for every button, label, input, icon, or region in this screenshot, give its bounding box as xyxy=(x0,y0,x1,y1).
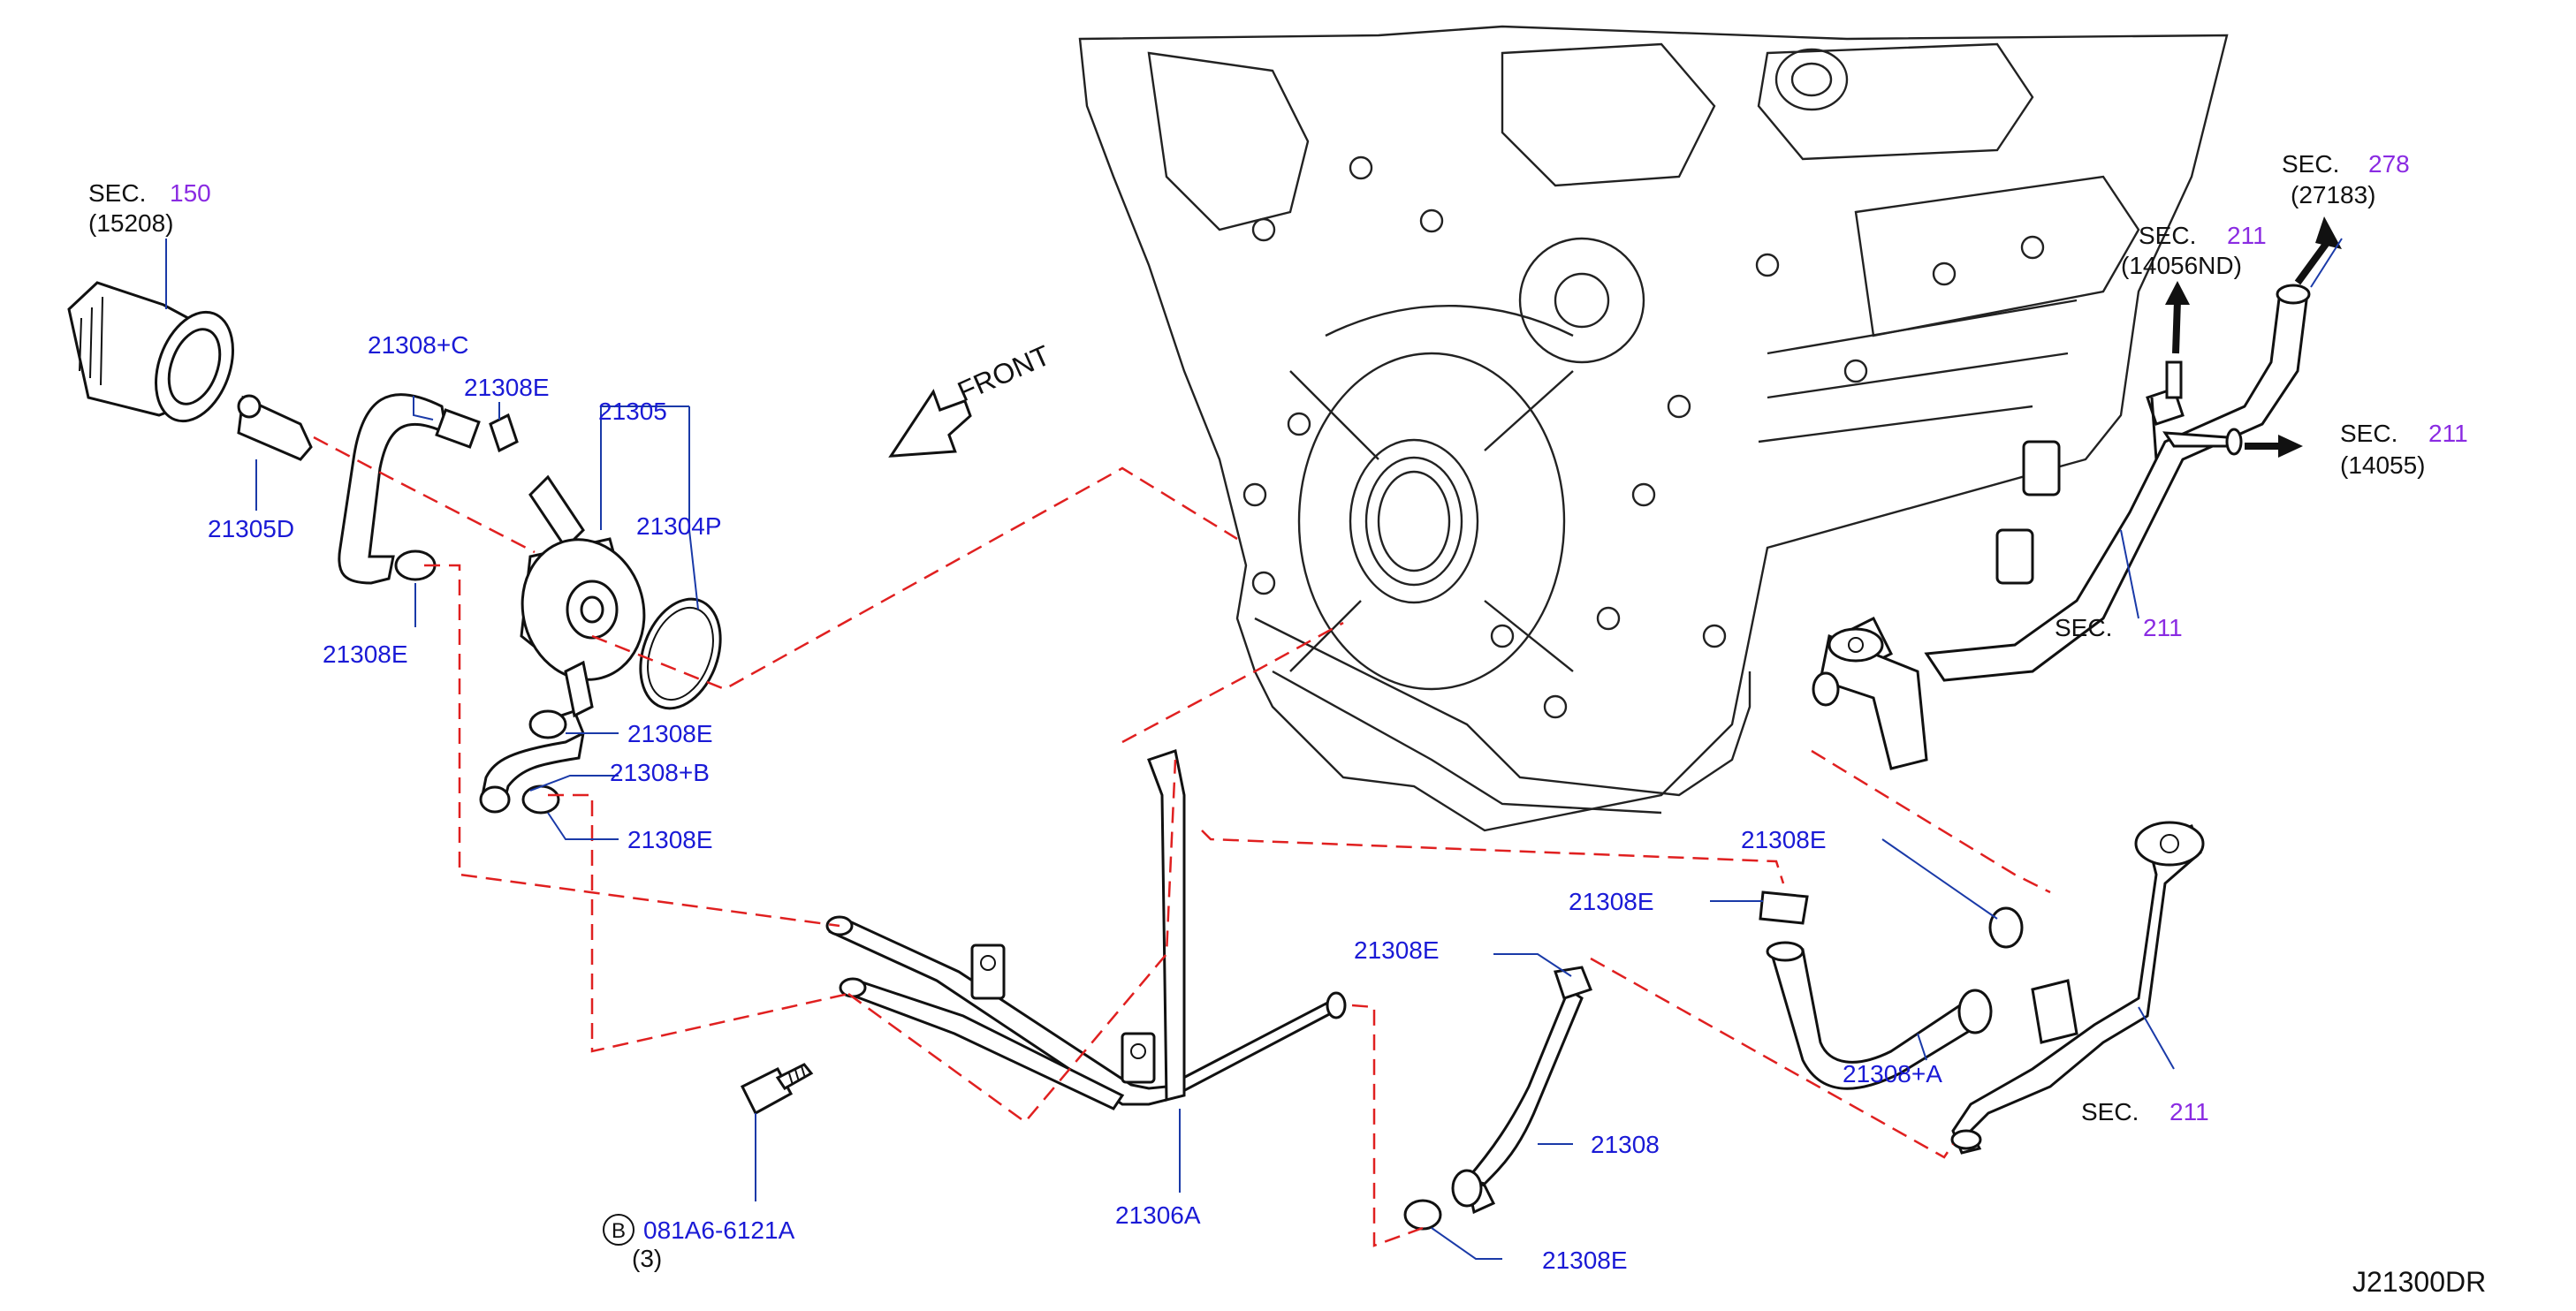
part-label-21308e-low: 21308E xyxy=(627,826,713,853)
sec-211-a-prefix: SEC. xyxy=(2139,222,2196,249)
pipe-21306a xyxy=(825,749,1347,1110)
part-label-21308e-a-right: 21308E xyxy=(1741,826,1827,853)
part-label-21308e-a-left: 21308E xyxy=(1569,888,1654,915)
bolt-081a6 xyxy=(740,1063,814,1116)
sec-211-d-prefix: SEC. xyxy=(2081,1098,2139,1125)
oil-cooler-21305 xyxy=(520,474,646,681)
part-label-21308e-mid: 21308E xyxy=(627,720,713,747)
sec-211-a-ref: (14056ND) xyxy=(2121,252,2242,279)
sec-278-num: 278 xyxy=(2368,150,2410,178)
sec-211-c-num: 211 xyxy=(2143,614,2183,641)
part-label-21308e-left: 21308E xyxy=(323,640,408,668)
part-label-21305: 21305 xyxy=(598,398,667,425)
sec-150-callout: SEC. 150 (15208) xyxy=(88,179,211,237)
sec-211-14055-callout: SEC. 211 (14055) xyxy=(2340,420,2468,479)
front-label: FRONT xyxy=(953,339,1054,408)
part-label-21308e-top: 21308E xyxy=(464,374,550,401)
leader-lines xyxy=(165,238,2343,1260)
hose-21308c xyxy=(338,393,481,585)
hose-21308b xyxy=(479,660,594,814)
bolt-callout: B 081A6-6121A (3) xyxy=(603,1214,795,1272)
arrow-14055-icon xyxy=(2245,435,2303,458)
o-ring-21304p xyxy=(639,597,722,710)
bolt-quantity: (3) xyxy=(632,1245,662,1272)
connector-21305d xyxy=(237,394,313,461)
sec-211-low-callout: SEC. 211 xyxy=(2081,1098,2209,1125)
sec-278-ref: (27183) xyxy=(2291,181,2376,208)
part-label-21308b: 21308+B xyxy=(610,759,710,786)
clamp-21308e-mid xyxy=(528,709,567,739)
part-label-21306a: 21306A xyxy=(1115,1201,1201,1229)
sec-150-prefix: SEC. xyxy=(88,179,146,207)
clamp-21308e-top xyxy=(489,413,519,453)
sec-211-d-num: 211 xyxy=(2169,1098,2209,1125)
part-label-21308c: 21308+C xyxy=(368,331,468,359)
sec-211-b-num: 211 xyxy=(2428,420,2468,447)
clamp-21308a-right xyxy=(1988,906,2024,949)
clamp-21308-bottom xyxy=(1403,1199,1442,1231)
front-arrow-icon xyxy=(888,389,972,458)
diagram-id: J21300DR xyxy=(2352,1266,2486,1298)
sec-211-b-prefix: SEC. xyxy=(2340,420,2397,447)
sec-211-c-prefix: SEC. xyxy=(2055,614,2112,641)
oil-filter xyxy=(67,281,234,423)
bolt-circle-letter: B xyxy=(612,1219,626,1243)
sec-150-ref: (15208) xyxy=(88,209,174,237)
sec-211-a-num: 211 xyxy=(2227,222,2267,249)
arrow-278-icon xyxy=(2294,216,2342,285)
sec-150-num: 150 xyxy=(170,179,211,207)
engine-block xyxy=(1078,25,2229,832)
sec-278-callout: SEC. 278 (27183) xyxy=(2282,150,2410,208)
hose-21308a xyxy=(1766,941,1993,1090)
bolt-part-number: 081A6-6121A xyxy=(643,1216,795,1244)
part-label-21308a: 21308+A xyxy=(1843,1060,1942,1087)
sec-278-prefix: SEC. xyxy=(2282,150,2339,178)
sec-211-mid-callout: SEC. 211 xyxy=(2055,614,2183,641)
hose-21308 xyxy=(1451,987,1584,1215)
part-label-21305d: 21305D xyxy=(208,515,294,542)
clamp-21308a-left xyxy=(1759,890,1809,925)
clamp-21308e-low xyxy=(521,784,560,815)
part-label-21308: 21308 xyxy=(1591,1131,1660,1158)
arrow-14056nd-icon xyxy=(2165,281,2190,354)
part-label-21308e-hose-top: 21308E xyxy=(1354,936,1440,964)
sec-211-b-ref: (14055) xyxy=(2340,451,2426,479)
part-label-21304p: 21304P xyxy=(636,512,722,540)
tube-14056nd xyxy=(2165,360,2183,399)
heater-pipe-lower xyxy=(1950,821,2205,1155)
sec-211-14056nd-callout: SEC. 211 (14056ND) xyxy=(2121,222,2267,279)
assembly-dashed-lines xyxy=(313,436,2051,1247)
clamp-21308-top xyxy=(1554,966,1592,1000)
part-label-21308e-hose-bottom: 21308E xyxy=(1542,1247,1628,1274)
bolt-circle-icon xyxy=(603,1214,635,1246)
